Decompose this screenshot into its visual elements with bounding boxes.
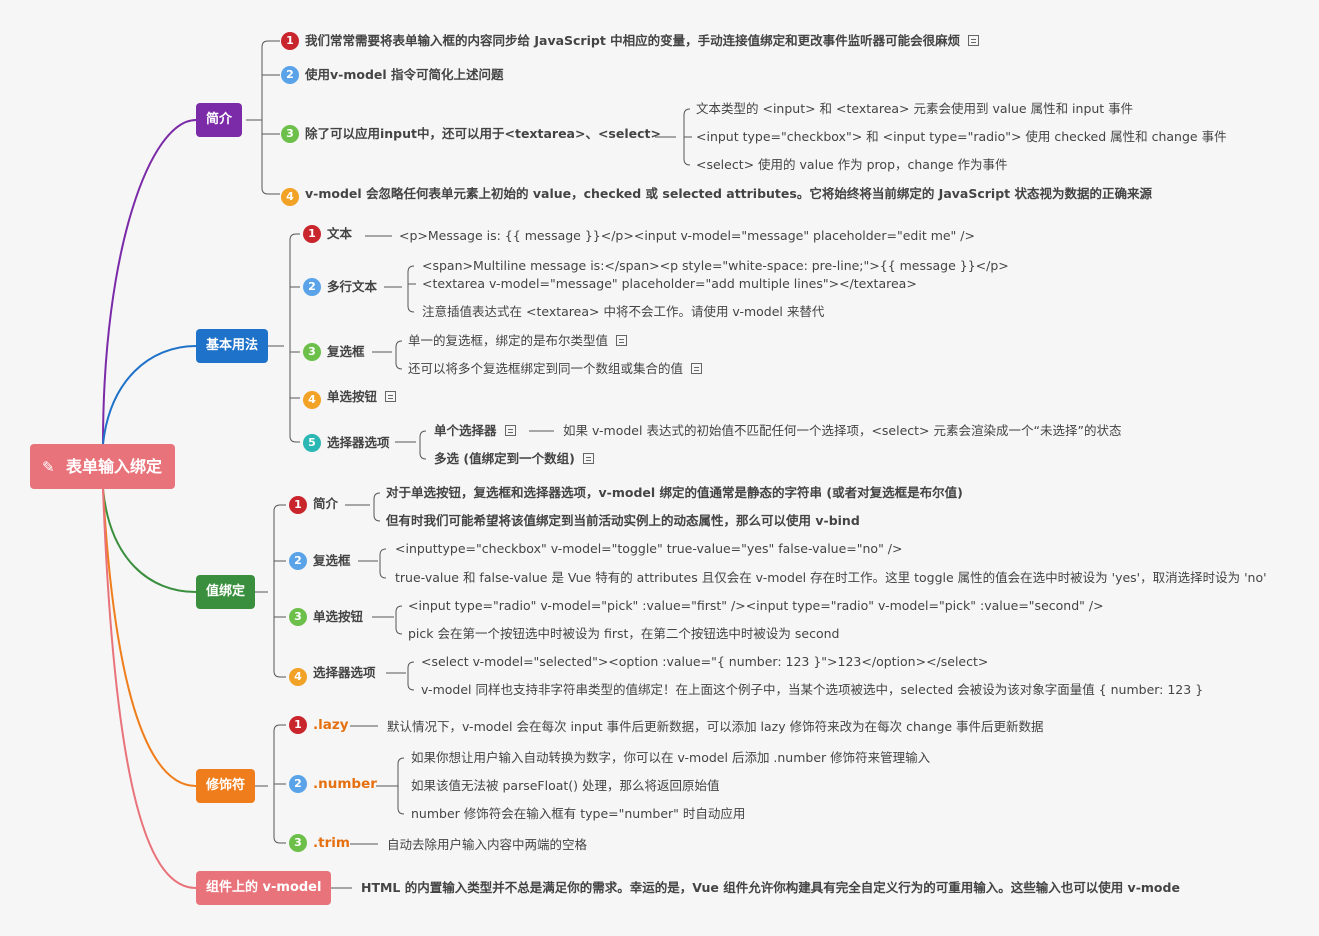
- binding-radio-2[interactable]: pick 会在第一个按钮选中时被设为 first，在第二个按钮选中时被设为 se…: [408, 626, 840, 641]
- binding-radio-1[interactable]: <input type="radio" v-model="pick" :valu…: [408, 598, 1104, 613]
- branch-binding[interactable]: 值绑定: [196, 575, 256, 609]
- intro-item-4[interactable]: v-model 会忽略任何表单元素上初始的 value，checked 或 se…: [305, 186, 1152, 201]
- intro-sub-1[interactable]: 文本类型的 <input> 和 <textarea> 元素会使用到 value …: [696, 101, 1134, 116]
- binding-item-intro[interactable]: 简介: [313, 496, 339, 511]
- modifier-trim-detail[interactable]: 自动去除用户输入内容中两端的空格: [387, 837, 588, 852]
- root-title: 表单输入绑定: [66, 457, 163, 476]
- basic-checkbox-1-label: 单一的复选框，绑定的是布尔类型值: [408, 333, 609, 348]
- modifier-lazy-detail[interactable]: 默认情况下，v-model 会在每次 input 事件后更新数据，可以添加 la…: [387, 719, 1044, 734]
- branch-basic[interactable]: 基本用法: [196, 329, 269, 363]
- branch-binding-label: 值绑定: [206, 584, 246, 599]
- number-badge: 1: [281, 32, 299, 50]
- number-badge: 3: [303, 343, 321, 361]
- basic-multiline-1[interactable]: <span>Multiline message is:</span><p sty…: [422, 258, 1009, 273]
- number-badge: 1: [289, 716, 307, 734]
- modifier-number-1[interactable]: 如果你想让用户输入自动转换为数字，你可以在 v-model 后添加 .numbe…: [411, 750, 931, 765]
- number-badge: 4: [289, 668, 307, 686]
- branch-intro[interactable]: 简介: [196, 103, 243, 137]
- basic-select-multiple-label: 多选 (值绑定到一个数组): [434, 451, 575, 466]
- intro-item-1-label: 我们常常需要将表单输入框的内容同步给 JavaScript 中相应的变量，手动连…: [305, 33, 961, 48]
- modifier-number[interactable]: .number: [313, 776, 377, 792]
- intro-item-2[interactable]: 使用v-model 指令可简化上述问题: [305, 67, 504, 82]
- root-node[interactable]: ✎ 表单输入绑定: [30, 444, 175, 489]
- modifier-trim[interactable]: .trim: [313, 835, 350, 851]
- binding-intro-1[interactable]: 对于单选按钮，复选框和选择器选项，v-model 绑定的值通常是静态的字符串 (…: [386, 485, 963, 500]
- modifier-lazy[interactable]: .lazy: [313, 717, 349, 733]
- component-detail[interactable]: HTML 的内置输入类型并不总是满足你的需求。幸运的是，Vue 组件允许你构建具…: [361, 880, 1180, 895]
- basic-item-select[interactable]: 选择器选项: [327, 435, 390, 450]
- intro-sub-2[interactable]: <input type="checkbox"> 和 <input type="r…: [696, 129, 1227, 144]
- branch-intro-label: 简介: [206, 112, 233, 127]
- number-badge: 3: [281, 125, 299, 143]
- binding-checkbox-2[interactable]: true-value 和 false-value 是 Vue 特有的 attri…: [395, 570, 1267, 585]
- number-badge: 1: [289, 496, 307, 514]
- basic-select-single[interactable]: 单个选择器: [434, 422, 516, 440]
- number-badge: 1: [303, 225, 321, 243]
- binding-intro-2[interactable]: 但有时我们可能希望将该值绑定到当前活动实例上的动态属性，那么可以使用 v-bin…: [386, 513, 860, 528]
- branch-basic-label: 基本用法: [206, 338, 259, 353]
- branch-modifiers-label: 修饰符: [206, 778, 246, 793]
- note-icon[interactable]: [616, 335, 628, 346]
- basic-item-text[interactable]: 文本: [327, 226, 353, 241]
- pencil-icon: ✎: [42, 458, 55, 476]
- basic-item-radio-label: 单选按钮: [327, 389, 378, 404]
- note-icon[interactable]: [582, 453, 594, 464]
- basic-checkbox-2-label: 还可以将多个复选框绑定到同一个数组或集合的值: [408, 361, 684, 376]
- basic-text-detail[interactable]: <p>Message is: {{ message }}</p><input v…: [399, 228, 975, 243]
- basic-select-note[interactable]: 如果 v-model 表达式的初始值不匹配任何一个选择项，<select> 元素…: [563, 423, 1122, 438]
- basic-item-radio[interactable]: 单选按钮: [327, 388, 397, 406]
- binding-select-2[interactable]: v-model 同样也支持非字符串类型的值绑定！在上面这个例子中，当某个选项被选…: [421, 682, 1204, 697]
- number-badge: 2: [289, 552, 307, 570]
- basic-checkbox-2[interactable]: 还可以将多个复选框绑定到同一个数组或集合的值: [408, 360, 703, 378]
- modifier-number-3[interactable]: number 修饰符会在输入框有 type="number" 时自动应用: [411, 806, 746, 821]
- note-icon[interactable]: [691, 363, 703, 374]
- binding-item-select[interactable]: 选择器选项: [313, 665, 376, 680]
- modifier-number-2[interactable]: 如果该值无法被 parseFloat() 处理，那么将返回原始值: [411, 778, 720, 793]
- basic-multiline-2[interactable]: <textarea v-model="message" placeholder=…: [422, 276, 917, 291]
- binding-item-radio[interactable]: 单选按钮: [313, 609, 364, 624]
- basic-select-single-label: 单个选择器: [434, 423, 497, 438]
- binding-item-checkbox[interactable]: 复选框: [313, 553, 351, 568]
- note-icon[interactable]: [968, 35, 980, 46]
- binding-select-1[interactable]: <select v-model="selected"><option :valu…: [421, 654, 989, 669]
- number-badge: 4: [281, 188, 299, 206]
- number-badge: 2: [289, 775, 307, 793]
- intro-sub-3[interactable]: <select> 使用的 value 作为 prop，change 作为事件: [696, 157, 1008, 172]
- basic-multiline-3[interactable]: 注意插值表达式在 <textarea> 中将不会工作。请使用 v-model 来…: [422, 304, 825, 319]
- note-icon[interactable]: [504, 425, 516, 436]
- branch-component[interactable]: 组件上的 v-model: [196, 871, 332, 905]
- number-badge: 3: [289, 608, 307, 626]
- number-badge: 5: [303, 434, 321, 452]
- basic-checkbox-1[interactable]: 单一的复选框，绑定的是布尔类型值: [408, 332, 628, 350]
- branch-component-label: 组件上的 v-model: [206, 880, 322, 895]
- basic-item-checkbox[interactable]: 复选框: [327, 344, 365, 359]
- binding-checkbox-1[interactable]: <inputtype="checkbox" v-model="toggle" t…: [395, 541, 903, 556]
- branch-modifiers[interactable]: 修饰符: [196, 769, 256, 803]
- number-badge: 3: [289, 834, 307, 852]
- number-badge: 2: [281, 66, 299, 84]
- basic-item-multiline[interactable]: 多行文本: [327, 279, 378, 294]
- basic-select-multiple[interactable]: 多选 (值绑定到一个数组): [434, 450, 594, 468]
- intro-item-3[interactable]: 除了可以应用input中，还可以用于<textarea>、<select>: [305, 126, 661, 141]
- intro-item-1[interactable]: 我们常常需要将表单输入框的内容同步给 JavaScript 中相应的变量，手动连…: [305, 32, 980, 50]
- number-badge: 2: [303, 278, 321, 296]
- number-badge: 4: [303, 391, 321, 409]
- note-icon[interactable]: [385, 391, 397, 402]
